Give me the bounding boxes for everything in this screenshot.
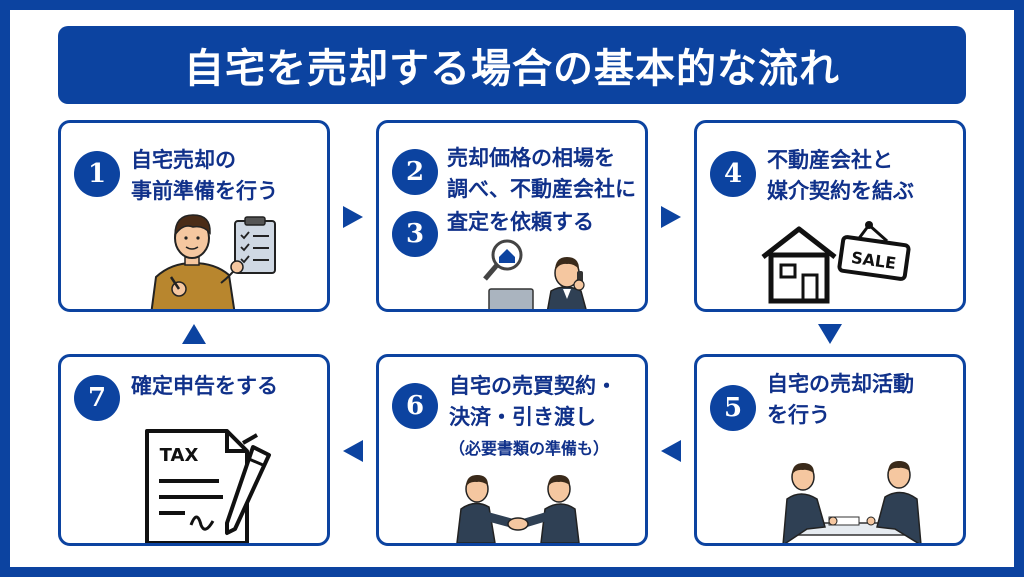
step-card-5: 5 自宅の売却活動 を行う — [694, 354, 966, 546]
tax-document-text: TAX — [160, 445, 199, 466]
arrow-left-5-to-6 — [661, 440, 681, 462]
step-card-7: 7 確定申告をする TAX — [58, 354, 330, 546]
step-label: 不動産会社と 媒介契約を結ぶ — [767, 148, 914, 203]
step-label: 売却価格の相場を 調べ、不動産会社に — [447, 146, 636, 201]
step-card-4: 4 不動産会社と 媒介契約を結ぶ SALE — [694, 120, 966, 312]
step-card-1: 1 自宅売却の 事前準備を行う — [58, 120, 330, 312]
step-card-2-3: 2 売却価格の相場を 調べ、不動産会社に 3 査定を依頼する — [376, 120, 648, 312]
page-title: 自宅を売却する場合の基本的な流れ — [58, 26, 966, 104]
arrow-right-1-to-2 — [343, 206, 363, 228]
step-number-badge: 5 — [710, 385, 756, 431]
step-card-6: 6 自宅の売買契約・ 決済・引き渡し （必要書類の準備も） — [376, 354, 648, 546]
tax-document-pen-icon: TAX — [145, 429, 271, 543]
search-house-laptop-icon — [483, 239, 587, 309]
man-with-clipboard-icon — [150, 214, 276, 309]
arrow-left-6-to-7 — [343, 440, 363, 462]
step-label: 自宅の売買契約・ 決済・引き渡し （必要書類の準備も） — [449, 374, 617, 458]
arrow-down-4-to-5 — [818, 324, 842, 344]
handshake-icon — [456, 475, 580, 543]
step-number-badge: 2 — [392, 149, 438, 195]
step-number-badge: 4 — [710, 151, 756, 197]
step-number-badge: 6 — [392, 383, 438, 429]
step-number-badge: 7 — [74, 375, 120, 421]
step-number-badge: 3 — [392, 211, 438, 257]
arrow-up-7-to-1 — [182, 324, 206, 344]
house-sale-sign-icon: SALE — [761, 221, 911, 304]
step-label: 自宅の売却活動 を行う — [767, 372, 914, 427]
step-label: 自宅売却の 事前準備を行う — [131, 148, 278, 203]
business-meeting-icon — [782, 461, 922, 543]
step-label: 査定を依頼する — [447, 210, 594, 234]
step-label: 確定申告をする — [131, 374, 278, 398]
diagram-frame: 自宅を売却する場合の基本的な流れ 1 自宅売却の 事前準備を行う — [10, 10, 1014, 567]
arrow-right-3-to-4 — [661, 206, 681, 228]
step-number-badge: 1 — [74, 151, 120, 197]
